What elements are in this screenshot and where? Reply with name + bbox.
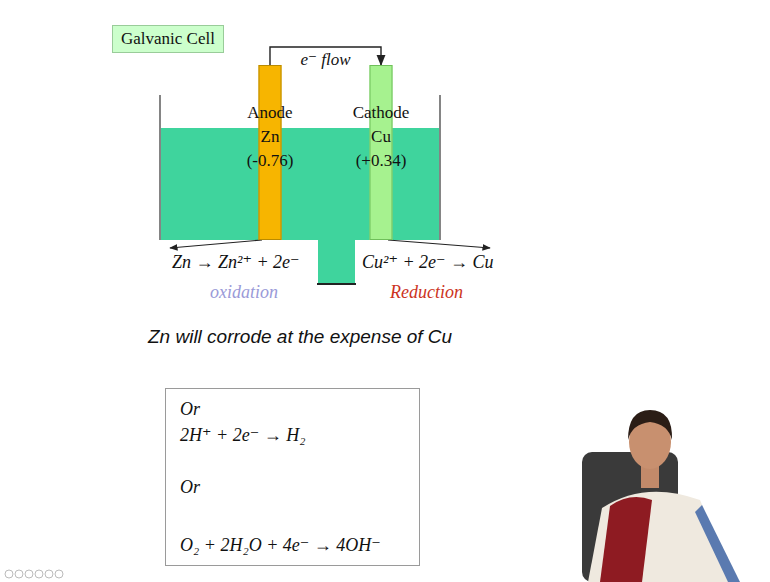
note: Zn will corrode at the expense of Cu — [148, 326, 452, 348]
flow-label: e⁻ flow — [298, 50, 352, 70]
bridge-bottom — [317, 283, 356, 285]
process-label: oxidation — [210, 281, 278, 303]
blouse — [600, 497, 652, 582]
nav-icon — [15, 570, 23, 578]
electrode-label: Anode Zn (-0.76) — [247, 101, 294, 173]
nav-icon — [45, 570, 53, 578]
saree-border — [695, 505, 740, 582]
presenter-figure — [582, 410, 740, 582]
electrode-label: Cathode Cu (+0.34) — [353, 101, 410, 173]
equation-text: O₂ + 2H₂O + 4e⁻ → 4OH⁻ — [180, 533, 405, 557]
nav-icon — [35, 570, 43, 578]
nav-icon — [55, 570, 63, 578]
equation-text: Or — [180, 475, 405, 499]
reaction-box: Or2H⁺ + 2e⁻ → H₂OrO₂ + 2H₂O + 4e⁻ → 4OH⁻ — [165, 388, 420, 566]
nav-icon — [5, 570, 13, 578]
process-label: Reduction — [390, 281, 463, 303]
electrode: Cathode Cu (+0.34) — [349, 65, 414, 240]
nav-icon — [25, 570, 33, 578]
equation-text: Or — [180, 397, 405, 421]
hair — [628, 410, 672, 440]
half-reaction: Cu²⁺ + 2e⁻ → Cu — [362, 251, 494, 273]
electrode: Anode Zn (-0.76) — [243, 65, 298, 240]
beaker-wall — [159, 95, 160, 240]
equation-text: 2H⁺ + 2e⁻ → H₂ — [180, 423, 405, 447]
beaker-wall — [439, 95, 440, 240]
half-reaction: Zn → Zn²⁺ + 2e⁻ — [172, 251, 300, 273]
nav-icons — [5, 570, 63, 578]
leader-line — [388, 240, 490, 248]
slide-title: Galvanic Cell — [112, 25, 224, 53]
leader-line — [170, 240, 262, 248]
